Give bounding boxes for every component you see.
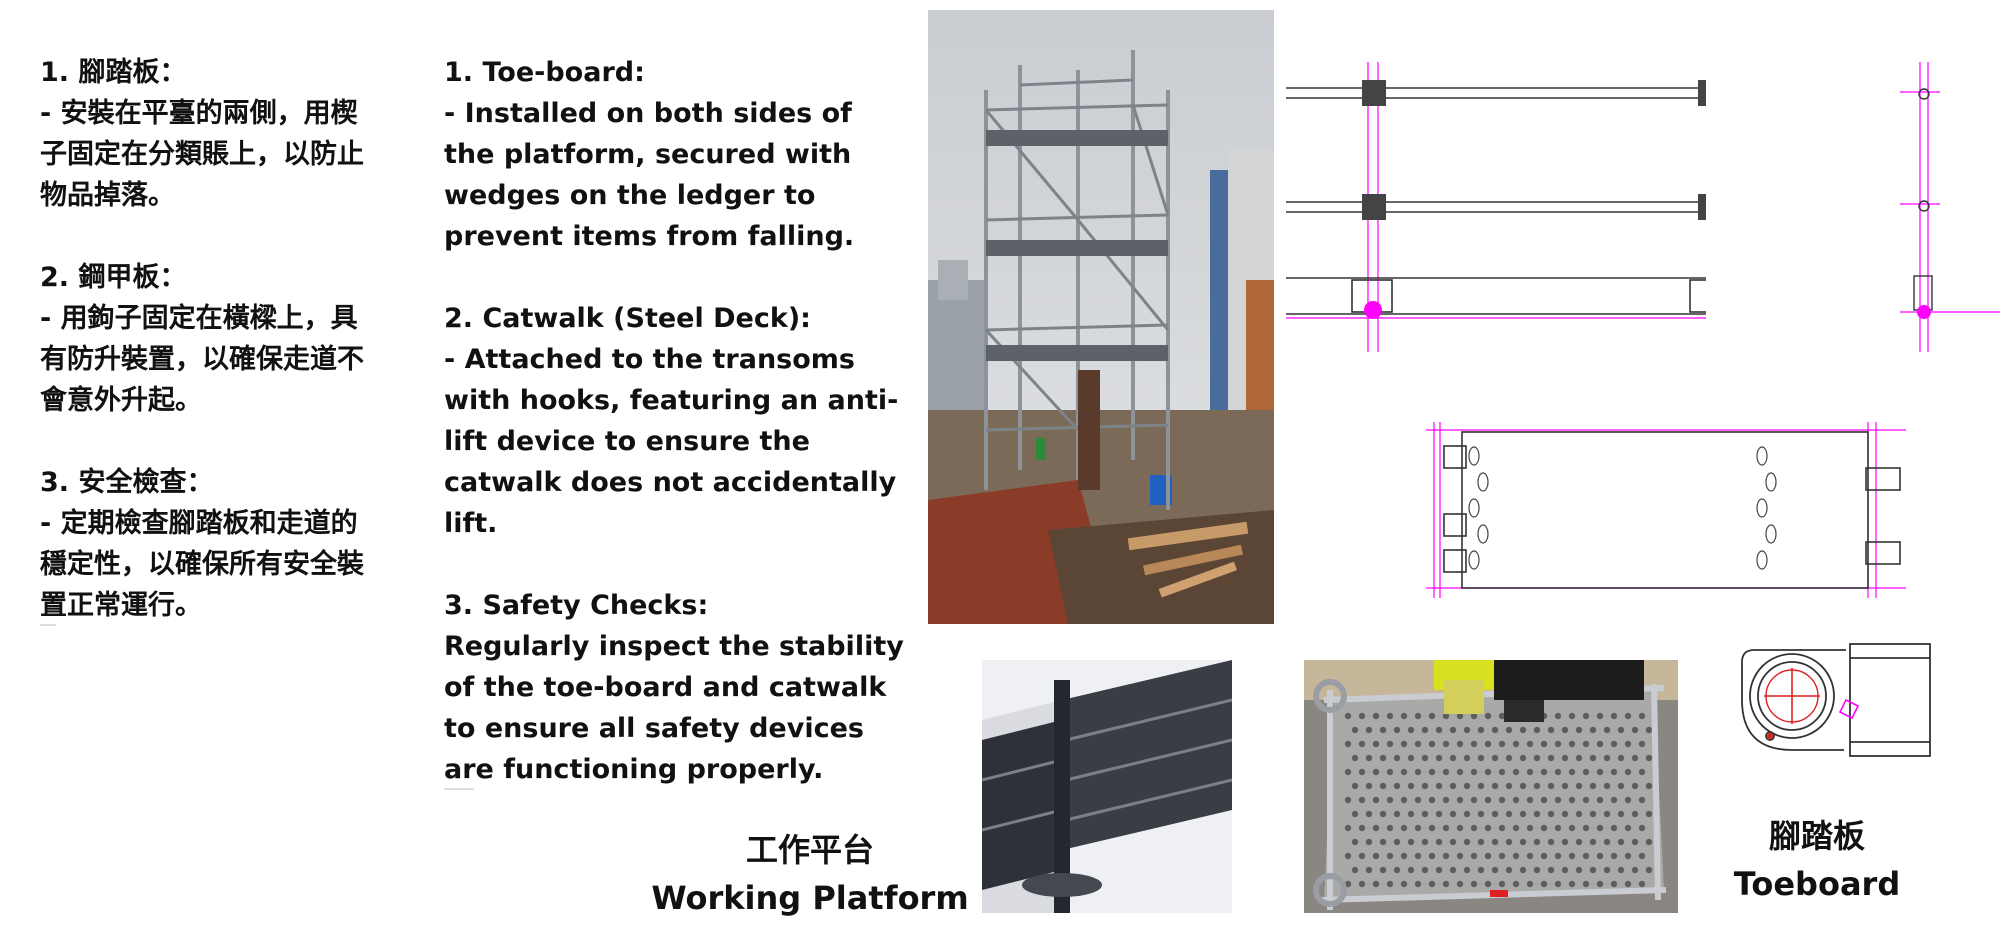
note-line: 物品掉落。 xyxy=(40,180,175,211)
text-cursor-mark xyxy=(40,624,56,626)
note-section-steel-deck-zh: 2. 鋼甲板： - 用鉤子固定在橫樑上，具 有防升裝置，以確保走道不 會意外升起… xyxy=(40,257,410,421)
note-line: 會意外升起。 xyxy=(40,385,202,416)
note-line: - 安裝在平臺的兩側，用楔 xyxy=(40,98,358,129)
note-heading: 1. 腳踏板： xyxy=(40,57,187,88)
caption-zh: 腳踏板 xyxy=(1768,817,1865,855)
english-notes: 1. Toe-board: - Installed on both sides … xyxy=(444,52,924,790)
note-line: of the toe-board and catwalk xyxy=(444,672,887,703)
note-line: 子固定在分類賬上，以防止 xyxy=(40,139,364,170)
note-section-toeboard-zh: 1. 腳踏板： - 安裝在平臺的兩側，用楔 子固定在分類賬上，以防止 物品掉落。 xyxy=(40,52,410,216)
working-platform-caption: 工作平台 Working Platform xyxy=(640,826,980,922)
caption-zh: 工作平台 xyxy=(745,831,874,869)
note-section-safety-en: 3. Safety Checks: Regularly inspect the … xyxy=(444,585,924,790)
note-line: are functioning properly. xyxy=(444,754,824,785)
note-heading: 3. 安全檢查： xyxy=(40,467,214,498)
note-line: - 定期檢查腳踏板和走道的 xyxy=(40,508,358,539)
toeboard-corner-photo xyxy=(982,660,1232,913)
note-line: to ensure all safety devices xyxy=(444,713,864,744)
note-heading: 2. 鋼甲板： xyxy=(40,262,187,293)
note-line: 置正常運行。 xyxy=(40,590,202,621)
note-line: with hooks, featuring an anti- xyxy=(444,385,899,416)
steel-deck-plan-drawing xyxy=(1426,422,1906,598)
toeboard-side-drawing xyxy=(1900,62,2000,352)
note-line: lift device to ensure the xyxy=(444,426,810,457)
note-section-catwalk-en: 2. Catwalk (Steel Deck): - Attached to t… xyxy=(444,298,924,544)
toeboard-caption: 腳踏板 Toeboard xyxy=(1710,812,1924,908)
chinese-notes: 1. 腳踏板： - 安裝在平臺的兩側，用楔 子固定在分類賬上，以防止 物品掉落。… xyxy=(40,52,410,626)
note-line: 有防升裝置，以確保走道不 xyxy=(40,344,364,375)
note-line: - Attached to the transoms xyxy=(444,344,855,375)
note-section-safety-zh: 3. 安全檢查： - 定期檢查腳踏板和走道的 穩定性，以確保所有安全裝 置正常運… xyxy=(40,462,410,626)
note-line: catwalk does not accidentally xyxy=(444,467,897,498)
toeboard-elevation-drawing xyxy=(1286,62,1731,352)
note-section-toeboard-en: 1. Toe-board: - Installed on both sides … xyxy=(444,52,924,257)
caption-en: Working Platform xyxy=(651,879,969,917)
note-line: - 用鉤子固定在橫樑上，具 xyxy=(40,303,358,334)
steel-deck-photo xyxy=(1304,660,1678,913)
text-cursor-mark xyxy=(444,788,474,790)
note-line: 穩定性，以確保所有安全裝 xyxy=(40,549,364,580)
toeboard-section-drawing xyxy=(1734,640,1934,772)
note-line: Regularly inspect the stability xyxy=(444,631,904,662)
scaffold-tower-photo xyxy=(928,10,1274,624)
caption-en: Toeboard xyxy=(1733,865,1901,903)
note-heading: 2. Catwalk (Steel Deck): xyxy=(444,303,811,334)
note-heading: 1. Toe-board: xyxy=(444,57,645,88)
note-line: the platform, secured with xyxy=(444,139,852,170)
note-line: wedges on the ledger to xyxy=(444,180,816,211)
note-line: prevent items from falling. xyxy=(444,221,855,252)
note-line: lift. xyxy=(444,508,498,539)
note-heading: 3. Safety Checks: xyxy=(444,590,709,621)
note-line: - Installed on both sides of xyxy=(444,98,852,129)
